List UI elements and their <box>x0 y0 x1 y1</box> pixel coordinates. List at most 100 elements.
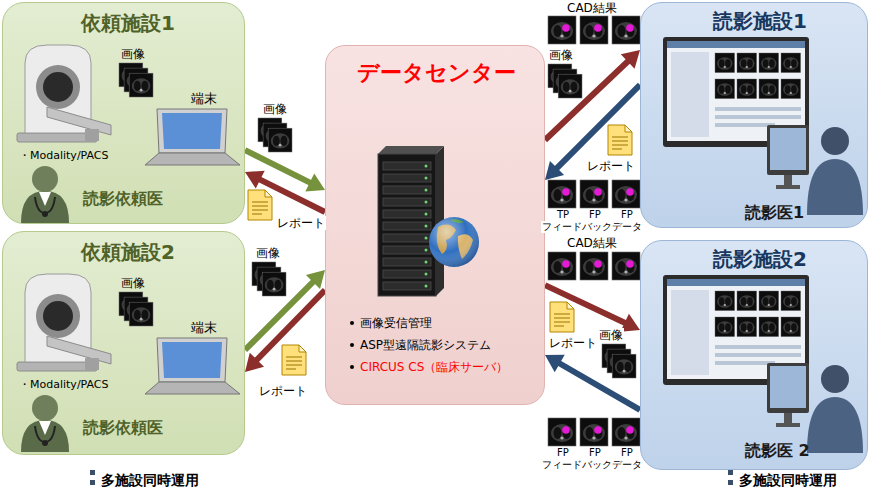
panel-title: 依頼施設2 <box>81 240 175 264</box>
panel-text: ・Modality/PACS <box>19 149 109 162</box>
flow-arrow <box>545 85 640 180</box>
text-slot: レポート <box>258 384 308 398</box>
flow-arrow <box>245 150 325 191</box>
figure-part <box>21 166 69 223</box>
text-slot: 画像 <box>121 276 145 290</box>
panel-text: 読影医 2 <box>745 441 810 460</box>
text-slot: FP <box>620 209 634 221</box>
flow-label: レポート <box>586 159 636 173</box>
text-slot: データセンター <box>357 60 516 86</box>
text-slot: 読影施設2 <box>713 247 807 271</box>
text-slot: 読影依頼医 <box>83 418 163 437</box>
panel-text: 画像受信管理 <box>360 316 432 330</box>
arrow-head <box>245 171 265 189</box>
panel-text: 端末 <box>191 320 217 336</box>
text-slot: 依頼施設1 <box>81 11 175 35</box>
reading-panel: 読影施設2 読影医 2 <box>640 240 868 470</box>
text-slot: レポート <box>586 159 636 173</box>
reading-illustration <box>641 241 867 469</box>
flow-label: レポート <box>548 336 598 350</box>
panel-title: 読影施設1 <box>713 9 807 33</box>
cad-image <box>580 252 608 280</box>
text-slot: 画像 <box>548 48 574 62</box>
panel-text: ASP型遠隔読影システム <box>360 338 491 352</box>
report-icon <box>282 345 306 375</box>
text-slot: FP <box>588 209 602 221</box>
figure-part <box>350 365 354 369</box>
image-stack <box>548 64 582 98</box>
figure-part <box>145 338 240 394</box>
reading-illustration <box>641 3 867 227</box>
flow-label: FP <box>588 209 602 221</box>
flow-label: CAD結果 <box>566 236 618 250</box>
bullet-mark <box>728 470 733 475</box>
feedback-image <box>548 418 576 446</box>
text-slot: CIRCUS CS（臨床サーバ） <box>360 360 508 374</box>
text-slot: 画像 <box>598 328 624 342</box>
figure-part <box>17 274 111 371</box>
text-slot: ASP型遠隔読影システム <box>360 338 491 352</box>
panel-title: 読影施設2 <box>713 247 807 271</box>
image-stack <box>602 344 636 378</box>
figure-part <box>378 146 444 296</box>
text-slot: フィードバックデータ <box>541 459 643 471</box>
flow-label: 画像 <box>548 48 574 62</box>
datacenter-panel: データセンター画像受信管理 ASP型遠隔読影システム CIRCUS CS（臨床サーバ… <box>325 45 545 405</box>
text-slot: CAD結果 <box>566 236 618 250</box>
flow-label: レポート <box>276 216 326 230</box>
flow-label: FP <box>556 447 570 459</box>
figure-part <box>767 363 863 453</box>
cad-image <box>548 16 576 44</box>
panel-text: ・Modality/PACS <box>19 378 109 391</box>
cad-image <box>548 252 576 280</box>
text-slot: フィードバックデータ <box>541 221 643 233</box>
cad-image <box>612 252 640 280</box>
panel-text: 読影医1 <box>745 203 804 222</box>
arrow-head <box>545 161 564 180</box>
text-slot: 端末 <box>191 320 217 336</box>
text-slot: 多施設同時運用 <box>738 472 838 489</box>
figure-part <box>119 292 153 326</box>
feedback-image <box>580 418 608 446</box>
text-slot: 読影依頼医 <box>83 189 163 208</box>
feedback-image <box>612 180 640 208</box>
text-slot: 読影医 2 <box>745 441 810 460</box>
panel-text: 端末 <box>191 91 217 107</box>
text-slot: ・Modality/PACS <box>19 378 109 391</box>
flow-label: 多施設同時運用 <box>738 472 838 489</box>
flow-label: FP <box>620 447 634 459</box>
panel-text: 画像 <box>121 47 145 61</box>
text-slot: FP <box>620 447 634 459</box>
text-slot: ・Modality/PACS <box>19 149 109 162</box>
facility-panel: 依頼施設2 画像端末・Modality/PACS 読影依頼医 <box>2 231 245 455</box>
text-slot: 画像 <box>121 47 145 61</box>
flow-label: 画像 <box>598 328 624 342</box>
figure-part <box>350 321 354 325</box>
text-slot: レポート <box>548 336 598 350</box>
text-slot: 読影医1 <box>745 203 804 222</box>
panel-text: 画像 <box>121 276 145 290</box>
flow-label: フィードバックデータ <box>541 221 643 233</box>
text-slot: FP <box>556 447 570 459</box>
figure-part <box>119 63 153 97</box>
bullet-mark <box>728 480 733 485</box>
feedback-image <box>548 180 576 208</box>
flow-label: CAD結果 <box>566 1 618 15</box>
bullet-mark <box>90 470 95 475</box>
text-slot: CAD結果 <box>566 1 618 15</box>
text-slot: TP <box>556 209 570 221</box>
text-slot: 読影施設1 <box>713 9 807 33</box>
bullet-mark <box>90 480 95 485</box>
arrow-head <box>545 355 565 372</box>
panel-text: 読影依頼医 <box>83 189 163 208</box>
arrow-head <box>245 353 264 372</box>
panel-text: CIRCUS CS（臨床サーバ） <box>360 360 508 374</box>
flow-arrow <box>545 285 640 332</box>
panel-title: 依頼施設1 <box>81 11 175 35</box>
figure-part <box>767 125 863 215</box>
panel-text: 読影依頼医 <box>83 418 163 437</box>
flow-label: 画像 <box>262 102 288 116</box>
text-slot: 画像 <box>255 246 281 260</box>
